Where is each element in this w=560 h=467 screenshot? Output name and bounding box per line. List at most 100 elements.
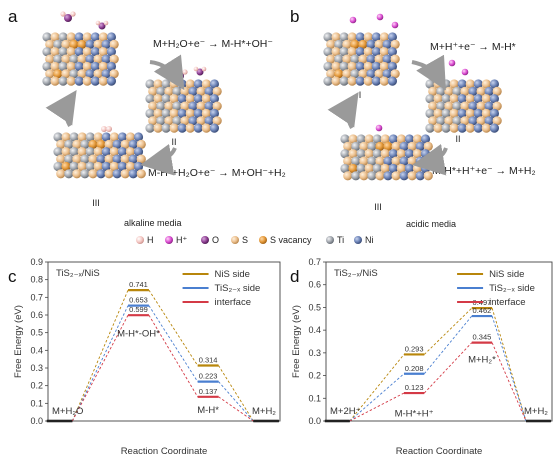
atom <box>476 86 486 96</box>
alkaline-equation-1: M+H₂O+e⁻ → M-H*+OH⁻ <box>153 38 273 50</box>
atom <box>125 147 136 157</box>
atom <box>204 86 214 96</box>
atom <box>476 101 486 111</box>
connector-interface <box>71 314 129 422</box>
panel-label-a: a <box>8 7 18 26</box>
y-tick-label: 0.4 <box>30 345 43 355</box>
atom <box>481 94 491 104</box>
atom <box>342 39 352 49</box>
atom <box>391 141 401 151</box>
atom <box>164 101 174 111</box>
atom <box>117 161 127 172</box>
atom <box>80 139 90 149</box>
connector-interface <box>349 392 405 422</box>
atom <box>145 94 155 104</box>
y-axis-label: Free Energy (eV) <box>291 305 302 378</box>
atom <box>182 69 188 75</box>
atom <box>476 116 486 126</box>
connector-tis <box>349 373 405 422</box>
atom <box>452 86 462 96</box>
legend-label: Ti <box>337 235 344 245</box>
atom <box>85 69 95 79</box>
atom <box>358 39 368 49</box>
atom <box>82 76 92 86</box>
value-label-nis: 0.293 <box>405 344 424 353</box>
atom <box>201 94 211 104</box>
legend-swatch <box>259 236 267 244</box>
atom <box>371 61 381 72</box>
atom <box>441 123 451 133</box>
atom <box>356 149 366 159</box>
atom <box>128 139 138 149</box>
atom <box>374 54 384 64</box>
atom <box>95 20 101 26</box>
atom <box>388 163 398 174</box>
atom <box>93 132 103 142</box>
atom <box>69 69 79 79</box>
atom <box>77 132 87 142</box>
atom <box>428 116 438 126</box>
atom <box>101 132 111 142</box>
atom <box>433 123 443 133</box>
atom <box>449 108 459 119</box>
atom <box>106 126 112 132</box>
value-label-interface: 0.599 <box>129 305 148 314</box>
atom <box>45 39 55 49</box>
atom <box>77 54 87 64</box>
atom <box>161 123 171 133</box>
atom <box>323 32 333 42</box>
atom <box>326 39 336 49</box>
atom <box>125 132 136 142</box>
legend-label: S <box>242 235 248 245</box>
atom <box>436 101 446 111</box>
atom <box>349 16 357 24</box>
y-tick-label: 0.2 <box>308 371 321 381</box>
acidic-slab-I <box>323 32 400 86</box>
atom <box>343 156 353 166</box>
atom <box>145 123 155 133</box>
atom <box>347 61 357 72</box>
alkaline-arrow-3 <box>45 90 77 127</box>
atom <box>380 134 390 144</box>
atom <box>193 108 203 119</box>
atom <box>363 61 373 72</box>
atom <box>109 147 119 157</box>
atom <box>348 163 358 174</box>
proton <box>349 16 357 24</box>
state-label: M+H₂ <box>252 406 276 417</box>
atom <box>481 123 491 133</box>
atom <box>180 101 190 111</box>
atom <box>153 94 163 104</box>
atom <box>98 47 108 57</box>
atom <box>58 32 68 42</box>
atom <box>42 47 52 57</box>
atom <box>96 139 106 149</box>
atom <box>388 149 398 159</box>
legend-label: Ni <box>365 235 374 245</box>
atom <box>74 76 84 86</box>
atom <box>339 32 349 42</box>
y-tick-label: 0.8 <box>30 275 43 285</box>
acidic-equation-2: M-H*+H⁺+e⁻ → M+H₂ <box>432 165 536 177</box>
atom <box>387 32 397 42</box>
atom <box>399 156 409 166</box>
value-label-interface: 0.137 <box>199 387 218 396</box>
connector-tis <box>218 381 254 422</box>
atom <box>372 134 382 144</box>
atom <box>374 39 384 49</box>
atom <box>343 171 353 181</box>
atom <box>66 76 76 86</box>
atom <box>323 61 333 72</box>
x-axis-label: Reaction Coordinate <box>396 446 483 457</box>
legend-swatch <box>165 236 173 244</box>
legend-swatch <box>136 236 144 244</box>
atom <box>433 108 443 119</box>
atom <box>347 47 357 57</box>
atom <box>364 134 374 144</box>
atom <box>164 116 174 126</box>
atom <box>156 101 166 111</box>
atom <box>93 69 103 79</box>
acidic-step-I: I <box>359 90 362 100</box>
atom <box>356 163 366 174</box>
atom <box>93 161 103 172</box>
